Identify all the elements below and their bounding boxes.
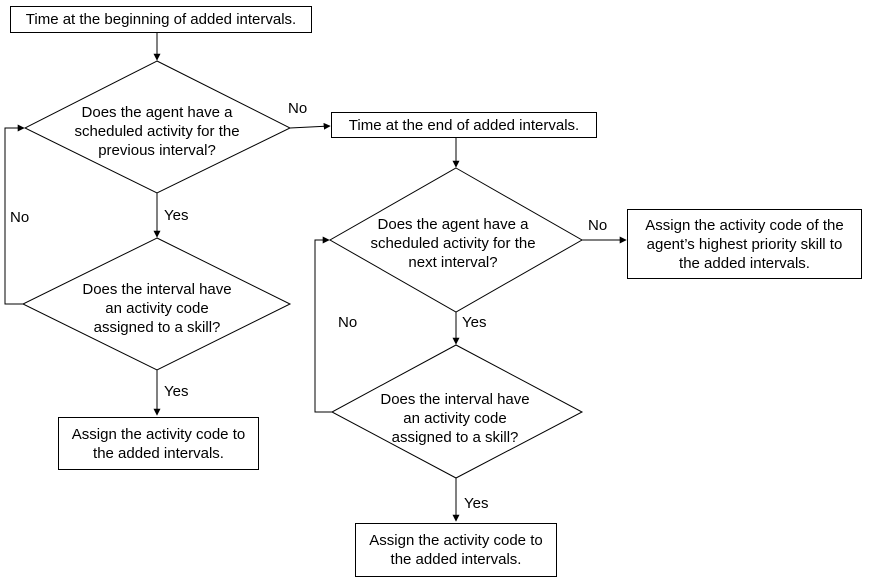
label-no-left-q1: No: [288, 100, 308, 117]
right-result-text: Assign the activity code to the added in…: [369, 532, 543, 568]
arrow-q1-no-to-end-time: [289, 122, 331, 130]
left-result-text: Assign the activity code to the added in…: [71, 425, 246, 462]
right-q2-text: Does the interval have an activity code …: [380, 391, 530, 446]
label-yes-right-q1: Yes: [462, 314, 487, 331]
label-yes-left-q2: Yes: [164, 383, 189, 400]
right-result-box: Assign the activity code to the added in…: [355, 523, 557, 577]
priority-result-box: Assign the activity code of the agent’s …: [627, 209, 862, 279]
arrow-q2-no-loop: [4, 124, 25, 305]
start-box: Time at the beginning of added intervals…: [10, 6, 312, 33]
label-no-right-q1: No: [588, 217, 608, 234]
label-no-left-loop: No: [10, 209, 30, 226]
label-yes-left-q1: Yes: [164, 207, 189, 224]
end-time-box: Time at the end of added intervals.: [331, 112, 597, 138]
arrow-rq2-no-loop: [314, 236, 332, 413]
label-no-right-loop: No: [338, 314, 358, 331]
priority-result-text: Assign the activity code of the agent’s …: [645, 216, 844, 272]
left-result-box: Assign the activity code to the added in…: [58, 417, 259, 470]
left-q1-text: Does the agent have a scheduled activity…: [74, 104, 240, 159]
start-text: Time at the beginning of added intervals…: [25, 11, 297, 28]
left-q2-text: Does the interval have an activity code …: [82, 281, 232, 336]
end-time-text: Time at the end of added intervals.: [348, 116, 580, 134]
right-q1-text: Does the agent have a scheduled activity…: [370, 216, 536, 271]
label-yes-right-q2: Yes: [464, 495, 489, 512]
